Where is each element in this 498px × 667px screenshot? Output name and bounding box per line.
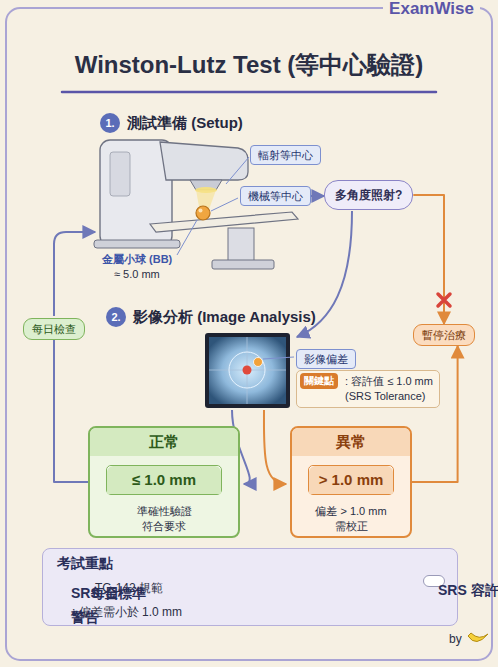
couch-top <box>150 212 298 232</box>
loop-arrow <box>54 232 95 316</box>
result-box: 異常偏差 > 1.0 mm 需校正 > 1.0 mm <box>290 426 412 538</box>
value-box: > 1.0 mm <box>308 465 394 495</box>
node-text: SRS 容許誤差 : ≤ 1.0 mm <box>438 581 498 599</box>
node-text: 關鍵點 <box>304 373 334 389</box>
bb-center-dot <box>254 358 263 367</box>
stand-panel <box>110 152 130 196</box>
stand-foot <box>94 240 180 248</box>
signature-label: by <box>449 632 462 646</box>
bb-highlight <box>199 209 203 213</box>
node-text: 影像偏差 <box>304 352 348 366</box>
leader-line <box>226 157 249 184</box>
node-text: 影像分析 (Image Analysis) <box>133 307 316 327</box>
node-text: 測試準備 (Setup) <box>127 113 243 133</box>
value-box: ≤ 1.0 mm <box>106 465 222 495</box>
node-text: 準確性驗證 符合要求 <box>132 504 196 534</box>
diagram-title: Winston-Lutz Test (等中心驗證) <box>0 50 498 80</box>
node-text: 每日 <box>91 584 119 602</box>
step-number: 1.測試準備 (Setup) <box>100 113 120 133</box>
node-text: 2. <box>106 307 126 327</box>
node-text: 考試重點 <box>57 554 113 572</box>
node-text: 正常 <box>90 428 238 456</box>
stop-cross <box>438 294 450 306</box>
node-text: ≤ 1.0 mm <box>107 466 221 494</box>
banana-icon <box>468 633 488 642</box>
leader-line <box>177 220 197 255</box>
node-text: 每日檢查 <box>32 322 76 336</box>
leader-line <box>211 198 238 211</box>
daily-badge: 每日檢查 <box>23 318 85 340</box>
dimension-label: ≈ 5.0 mm <box>114 267 160 281</box>
connector <box>412 346 458 482</box>
node-text: 暫停治療 <box>422 328 466 342</box>
tolerance-box: SRS 容許誤差 : ≤ 1.0 mm <box>423 575 445 587</box>
node-text: (SRS Tolerance) <box>345 389 433 404</box>
exam-panel: 考試重點TG-142 規範: 偏差需小於 1.0 mmSRS 金標準每日警告SR… <box>42 548 458 626</box>
key-tag: 關鍵點 <box>300 373 338 389</box>
node-text: 1. <box>100 113 120 133</box>
callout-box: 影像偏差 <box>296 349 356 369</box>
flow-arrow <box>264 410 286 484</box>
brand-label: ExamWise <box>383 0 480 18</box>
bb-sphere <box>196 206 210 220</box>
couch-base <box>212 260 274 269</box>
node-text: 異常 <box>292 428 410 456</box>
image-field <box>209 337 286 404</box>
key-point-box: : 容許值 ≤ 1.0 mm(SRS Tolerance) 關鍵點 <box>296 370 440 408</box>
node-text: 輻射等中心 <box>258 148 313 162</box>
field-ring <box>229 352 265 388</box>
node-text: : 容許值 ≤ 1.0 mm <box>345 374 433 389</box>
node-text: 多角度照射? <box>335 187 402 203</box>
node-text: 機械等中心 <box>248 189 303 203</box>
result-box: 正常準確性驗證 符合要求 ≤ 1.0 mm <box>88 426 240 538</box>
title-underline <box>62 91 436 94</box>
node-text: 警告 <box>71 608 99 626</box>
connector <box>54 340 88 482</box>
callout-box: 機械等中心 <box>240 186 311 206</box>
page-border <box>6 8 492 660</box>
leader-line <box>263 357 294 359</box>
stop-badge: 暫停治療 <box>413 324 475 346</box>
connector <box>311 195 324 197</box>
decision-box: 多角度照射? <box>324 180 413 210</box>
node-text: > 1.0 mm <box>309 466 393 494</box>
couch-pedestal <box>228 228 254 262</box>
part-label: 金屬小球 (BB) <box>102 252 172 266</box>
image-frame <box>205 333 290 408</box>
callout-box: 輻射等中心 <box>250 145 321 165</box>
step-number: 2.影像分析 (Image Analysis) <box>106 307 126 327</box>
radiation-center-dot <box>243 366 252 375</box>
node-text: 偏差 > 1.0 mm 需校正 <box>311 504 391 534</box>
